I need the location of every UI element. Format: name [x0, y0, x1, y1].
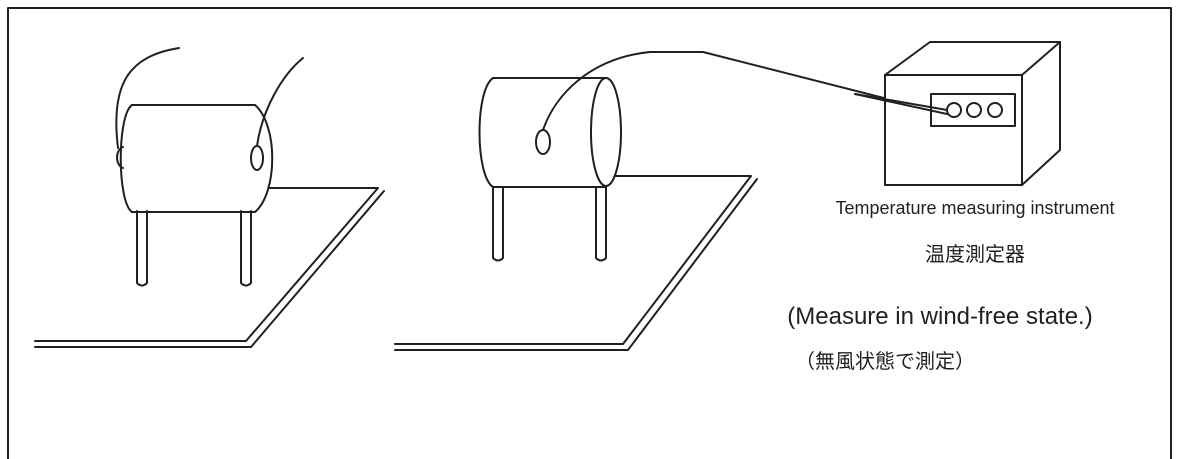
- diagram-frame: [7, 7, 1172, 459]
- temperature-instrument: [854, 41, 1061, 186]
- middle-thermocouple-wire: [542, 51, 932, 131]
- instrument-label-en: Temperature measuring instrument: [835, 198, 1115, 218]
- instrument-label-ja: 温度測定器: [925, 242, 1025, 266]
- middle-board: [394, 175, 758, 351]
- left-setup: [34, 47, 385, 348]
- middle-setup: [394, 51, 932, 351]
- left-resistor-body: [116, 104, 274, 213]
- left-board: [34, 187, 385, 348]
- left-thermocouple-wires: [115, 47, 304, 149]
- terminal-3: [987, 102, 1003, 118]
- middle-resistor-legs: [492, 186, 607, 262]
- condition-label-ja: （無風状態で測定）: [795, 349, 975, 373]
- instrument-input-wires: [854, 93, 948, 115]
- middle-resistor-body: [478, 77, 622, 188]
- terminal-2: [966, 102, 982, 118]
- left-lead-hole-right: [250, 145, 264, 171]
- condition-label-en: (Measure in wind-free state.): [787, 303, 1093, 330]
- middle-sensor-point: [535, 129, 551, 155]
- left-resistor-legs: [136, 210, 252, 287]
